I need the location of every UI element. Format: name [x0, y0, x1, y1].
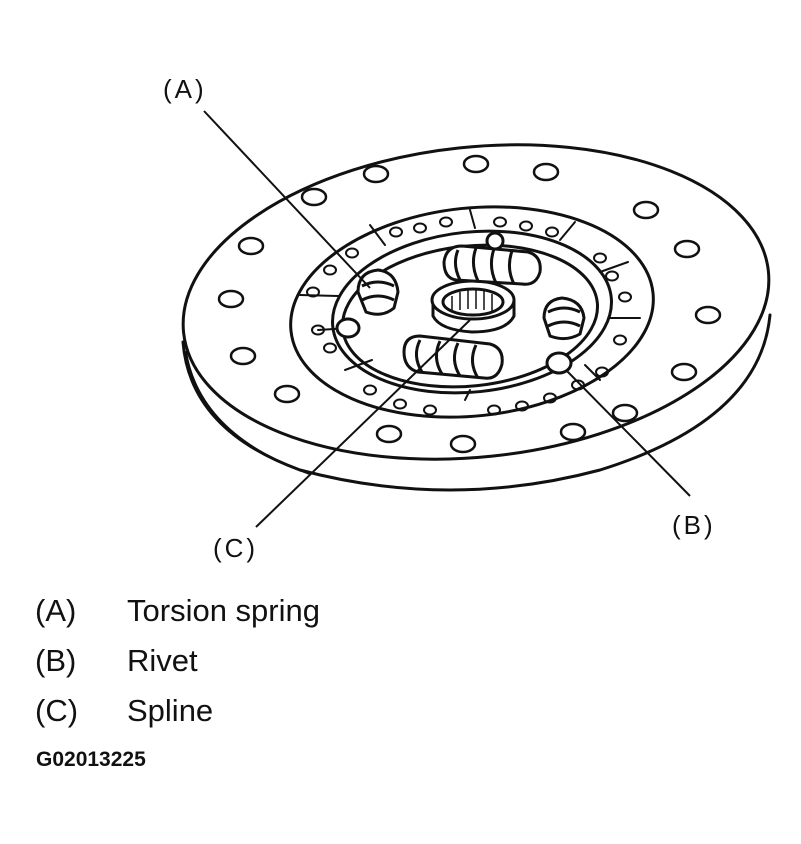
rivets	[335, 231, 573, 375]
legend-text: Rivet	[127, 643, 198, 678]
legend-key: (B)	[35, 643, 77, 678]
spring-bottom	[402, 334, 504, 380]
cushion-dividers	[299, 209, 641, 401]
leader-a	[203, 110, 371, 289]
cushion-holes	[306, 216, 632, 416]
leader-lines	[203, 110, 691, 528]
stop-pin-left	[335, 317, 361, 339]
leader-b	[565, 369, 691, 497]
figure-code: G02013225	[36, 748, 146, 771]
torsion-springs	[356, 244, 586, 380]
clutch-disc-illustration	[181, 110, 772, 528]
legend-key: (C)	[35, 693, 79, 728]
callout-b-label: (B)	[672, 510, 716, 540]
cushion-ring-inner	[331, 229, 613, 395]
legend-item: (C) Spline	[35, 686, 320, 736]
disc-edge-inner	[185, 351, 311, 475]
spring-top	[442, 244, 542, 286]
legend-text: Spline	[127, 693, 214, 728]
rivet-b	[545, 351, 573, 375]
disc-outer-rim	[181, 143, 771, 461]
legend: (A) Torsion spring (B) Rivet (C) Spline	[35, 586, 320, 736]
facing-inner-edge	[289, 205, 655, 419]
disc-edge	[181, 313, 772, 492]
legend-text: Torsion spring	[127, 593, 320, 628]
stop-pin-top	[485, 231, 505, 251]
leader-c	[255, 319, 471, 528]
spring-right	[542, 296, 586, 341]
callout-c-label: (C)	[213, 533, 259, 563]
legend-item: (A) Torsion spring	[35, 586, 320, 636]
facing-holes	[217, 154, 722, 454]
spline-hub	[430, 279, 516, 334]
legend-item: (B) Rivet	[35, 636, 320, 686]
spring-left	[356, 268, 400, 316]
callout-a-label: (A)	[163, 74, 207, 104]
legend-key: (A)	[35, 593, 77, 628]
